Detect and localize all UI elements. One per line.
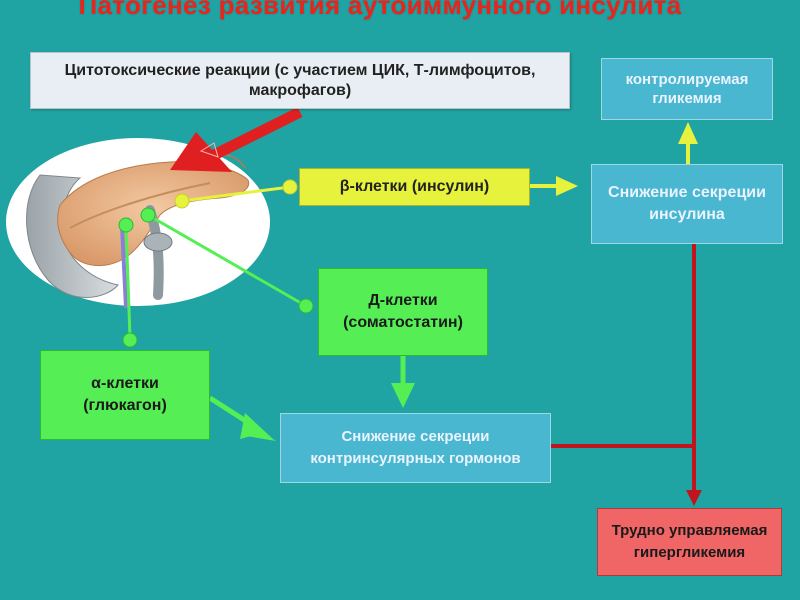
alpha-cells-box: α-клетки (глюкагон) bbox=[40, 350, 210, 440]
green-node-alpha bbox=[122, 332, 138, 348]
contrainsular-hormones-decrease-box: Снижение секреции контринсулярных гормон… bbox=[280, 413, 551, 483]
arrow-delta-to-contra bbox=[391, 356, 415, 408]
vessel-cross-section bbox=[143, 232, 173, 252]
pancreas-illustration bbox=[6, 138, 270, 306]
beta-cells-box: β-клетки (инсулин) bbox=[299, 168, 530, 206]
green-node-delta bbox=[298, 298, 314, 314]
controlled-glycemia-box: контролируемая гликемия bbox=[601, 58, 773, 120]
red-cytotoxic-arrow bbox=[170, 107, 303, 172]
green-node-pancreas-2 bbox=[140, 207, 156, 223]
slide-title: Патогенез развития аутоиммунного инсулит… bbox=[78, 0, 682, 20]
green-node-pancreas-1 bbox=[118, 217, 134, 233]
arrow-insulin-to-glycemia bbox=[678, 122, 698, 164]
yellow-connector-line bbox=[181, 185, 291, 203]
cytotoxic-reactions-box: Цитотоксические реакции (с участием ЦИК,… bbox=[30, 52, 570, 109]
green-line-to-delta bbox=[147, 213, 307, 308]
hyperglycemia-box: Трудно управляемая гипергликемия bbox=[597, 508, 782, 576]
insulin-secretion-decrease-box: Снижение секреции инсулина bbox=[591, 164, 783, 244]
yellow-node-box bbox=[282, 179, 298, 195]
purple-vessel-line bbox=[120, 224, 128, 309]
dark-red-connector bbox=[551, 244, 702, 506]
green-line-to-alpha bbox=[124, 224, 132, 339]
arrow-beta-to-insulin bbox=[530, 176, 578, 196]
delta-cells-box: Д-клетки (соматостатин) bbox=[318, 268, 488, 356]
yellow-node-pancreas bbox=[174, 193, 190, 209]
arrow-alpha-to-contra bbox=[208, 395, 276, 441]
pancreatic-duct bbox=[69, 182, 211, 229]
